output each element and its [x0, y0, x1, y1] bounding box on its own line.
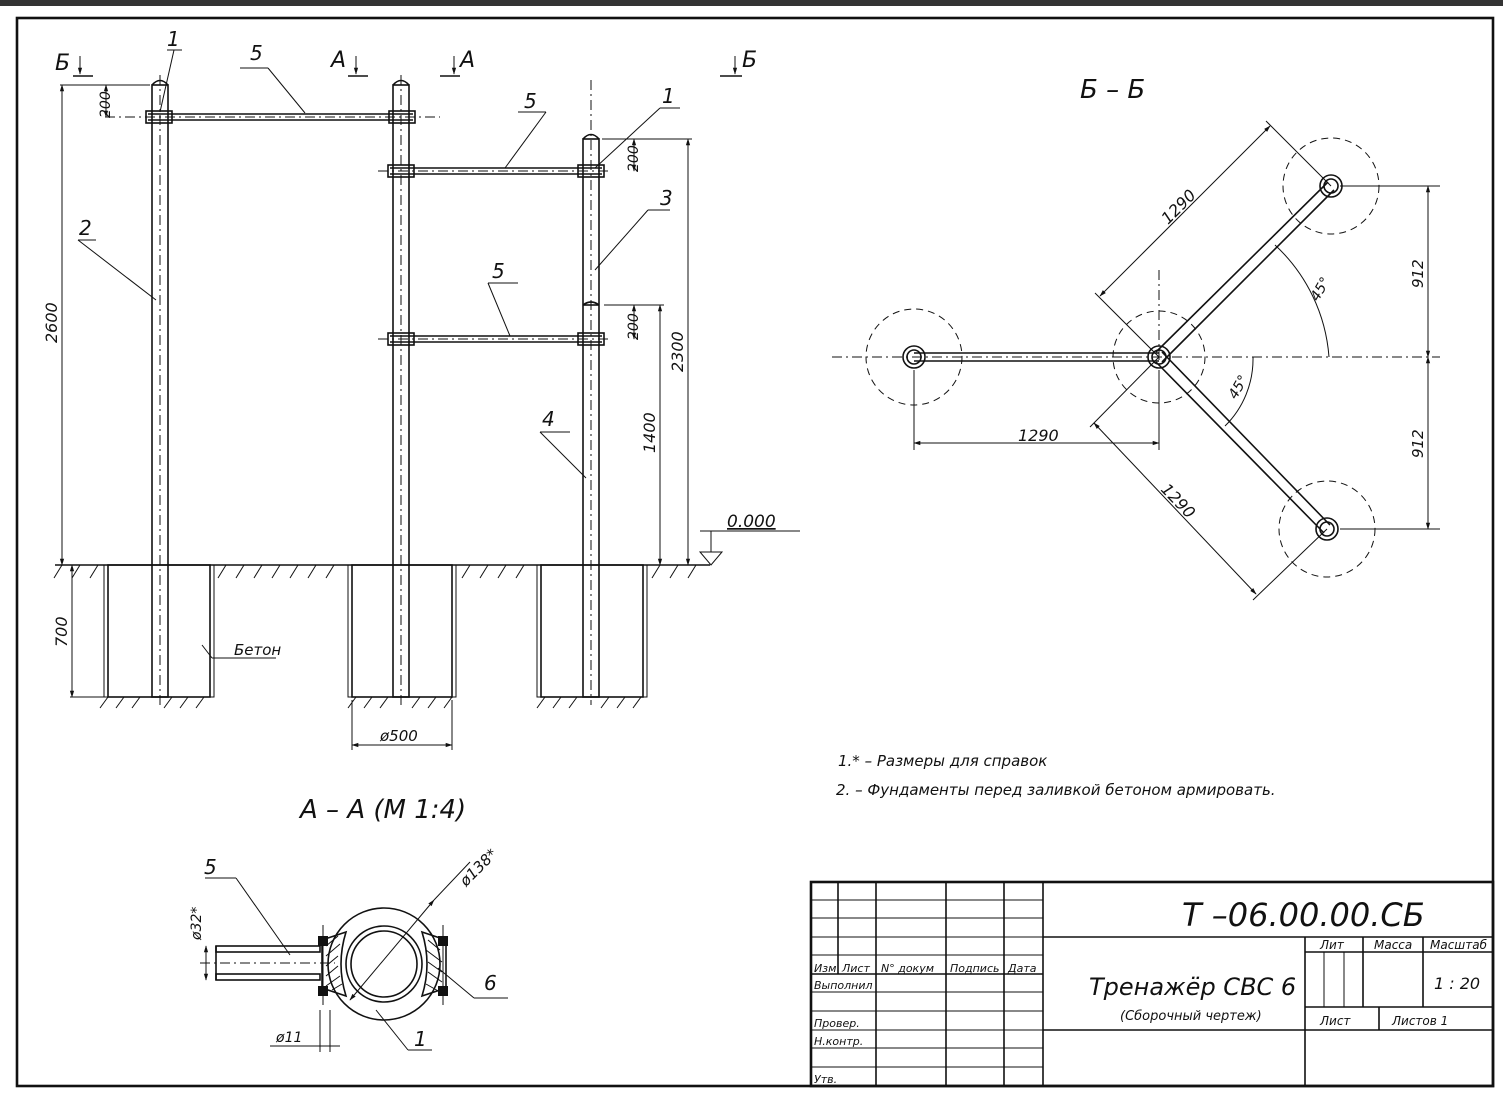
- section-bb-title: Б – Б: [1080, 75, 1145, 105]
- foundation-3: [536, 564, 648, 698]
- dim-11: ø11: [275, 1030, 302, 1046]
- foundation-1: [103, 564, 215, 698]
- detail-clamps: [318, 925, 448, 1005]
- dim-912-upper: 912: [1409, 259, 1427, 288]
- dim-912-lower: 912: [1409, 429, 1427, 458]
- header-podpis: Подпись: [950, 962, 999, 975]
- level-mark: 0.000: [727, 512, 776, 532]
- scale-value: 1 : 20: [1434, 974, 1480, 993]
- dim-200-right-top: 200: [626, 145, 642, 172]
- section-mark-a-left: А: [329, 48, 346, 73]
- drawing-code: Т –06.00.00.СБ: [1182, 896, 1425, 934]
- callout-5-top: 5: [250, 41, 263, 65]
- row-utv: Утв.: [814, 1073, 837, 1086]
- dim-700: 700: [52, 616, 71, 647]
- section-aa-title: А – А (М 1:4): [298, 795, 466, 825]
- dim-500: ø500: [379, 727, 418, 745]
- callout-1-front-right: 1: [662, 84, 675, 108]
- row-prover: Провер.: [814, 1017, 860, 1030]
- callout-6: 6: [484, 971, 497, 995]
- front-dimensions: [59, 84, 800, 750]
- callout-5-lower: 5: [492, 259, 505, 283]
- dim-45-lower: 45°: [1226, 372, 1252, 402]
- callout-5-middle: 5: [524, 89, 537, 113]
- detail-outer-ring: [327, 907, 441, 1021]
- product-subtitle: (Сборочный чертеж): [1120, 1009, 1262, 1024]
- detail-view-aa: А – А (М 1:4): [189, 795, 508, 1052]
- post-3: [582, 80, 600, 705]
- header-masshtab: Масштаб: [1430, 938, 1488, 952]
- dim-2300: 2300: [668, 331, 687, 372]
- callout-4: 4: [542, 407, 555, 431]
- plan-dimensions: [913, 120, 1440, 601]
- crossbar-lower: [378, 332, 612, 346]
- plan-posts: [902, 174, 1343, 541]
- title-block: Т –06.00.00.СБ Тренажёр СВС 6 (Сборочный…: [809, 880, 1495, 1088]
- dim-200-left: 200: [98, 91, 114, 118]
- note-1: 1.* – Размеры для справок: [838, 752, 1047, 770]
- dim-138: ø138*: [455, 845, 501, 891]
- dim-45-upper: 45°: [1308, 274, 1334, 304]
- product-name: Тренажёр СВС 6: [1089, 973, 1296, 1001]
- row-nkontr: Н.контр.: [814, 1035, 863, 1048]
- header-izm: Изм: [814, 962, 836, 975]
- dim-32: ø32*: [189, 907, 205, 941]
- post-2: [392, 75, 410, 705]
- header-list: Лист: [841, 962, 870, 975]
- callout-5-detail: 5: [204, 855, 217, 879]
- sheets-count: Листов 1: [1391, 1014, 1448, 1028]
- dim-1290-upper: 1290: [1157, 186, 1199, 228]
- dim-1400: 1400: [640, 412, 659, 453]
- callout-1-detail: 1: [414, 1027, 427, 1051]
- crossbar-top: [105, 110, 440, 124]
- callout-2: 2: [79, 216, 92, 240]
- section-marks: Б А А Б: [55, 48, 757, 77]
- detail-bar: [200, 945, 335, 981]
- dim-2600: 2600: [42, 302, 61, 343]
- detail-dimensions: [203, 861, 508, 1052]
- section-mark-b-right: Б: [742, 48, 757, 73]
- section-mark-a-right: А: [458, 48, 475, 73]
- post-1: [151, 75, 169, 705]
- dim-1290-horizontal: 1290: [1018, 426, 1059, 445]
- callout-1-front-top: 1: [167, 27, 180, 51]
- header-lit: Лит: [1319, 938, 1345, 952]
- header-dokum: N° докум: [881, 962, 934, 975]
- ground-hatch: [53, 564, 697, 579]
- crossbar-middle: [378, 164, 612, 178]
- concrete-label: Бетон: [234, 641, 281, 659]
- notes: 1.* – Размеры для справок 2. – Фундамент…: [836, 752, 1276, 799]
- section-mark-b-left: Б: [55, 51, 70, 76]
- foundation-2: [347, 564, 457, 698]
- callouts-front: [77, 49, 680, 659]
- callout-3: 3: [660, 186, 673, 210]
- header-massa: Масса: [1374, 938, 1412, 952]
- sheet-label: Лист: [1319, 1014, 1351, 1028]
- row-vypolnil: Выполнил: [814, 979, 873, 992]
- drawing-frame: [15, 16, 1495, 1088]
- dim-1290-lower: 1290: [1157, 480, 1199, 522]
- dim-200-right-lower: 200: [626, 313, 642, 340]
- front-view: Б А А Б 1 5 2 5 1: [42, 27, 800, 750]
- header-data: Дата: [1007, 962, 1037, 975]
- plan-view-bb: Б – Б: [832, 75, 1440, 601]
- note-2: 2. – Фундаменты перед заливкой бетоном а…: [836, 781, 1276, 799]
- sheet-top-rule: [0, 0, 1503, 6]
